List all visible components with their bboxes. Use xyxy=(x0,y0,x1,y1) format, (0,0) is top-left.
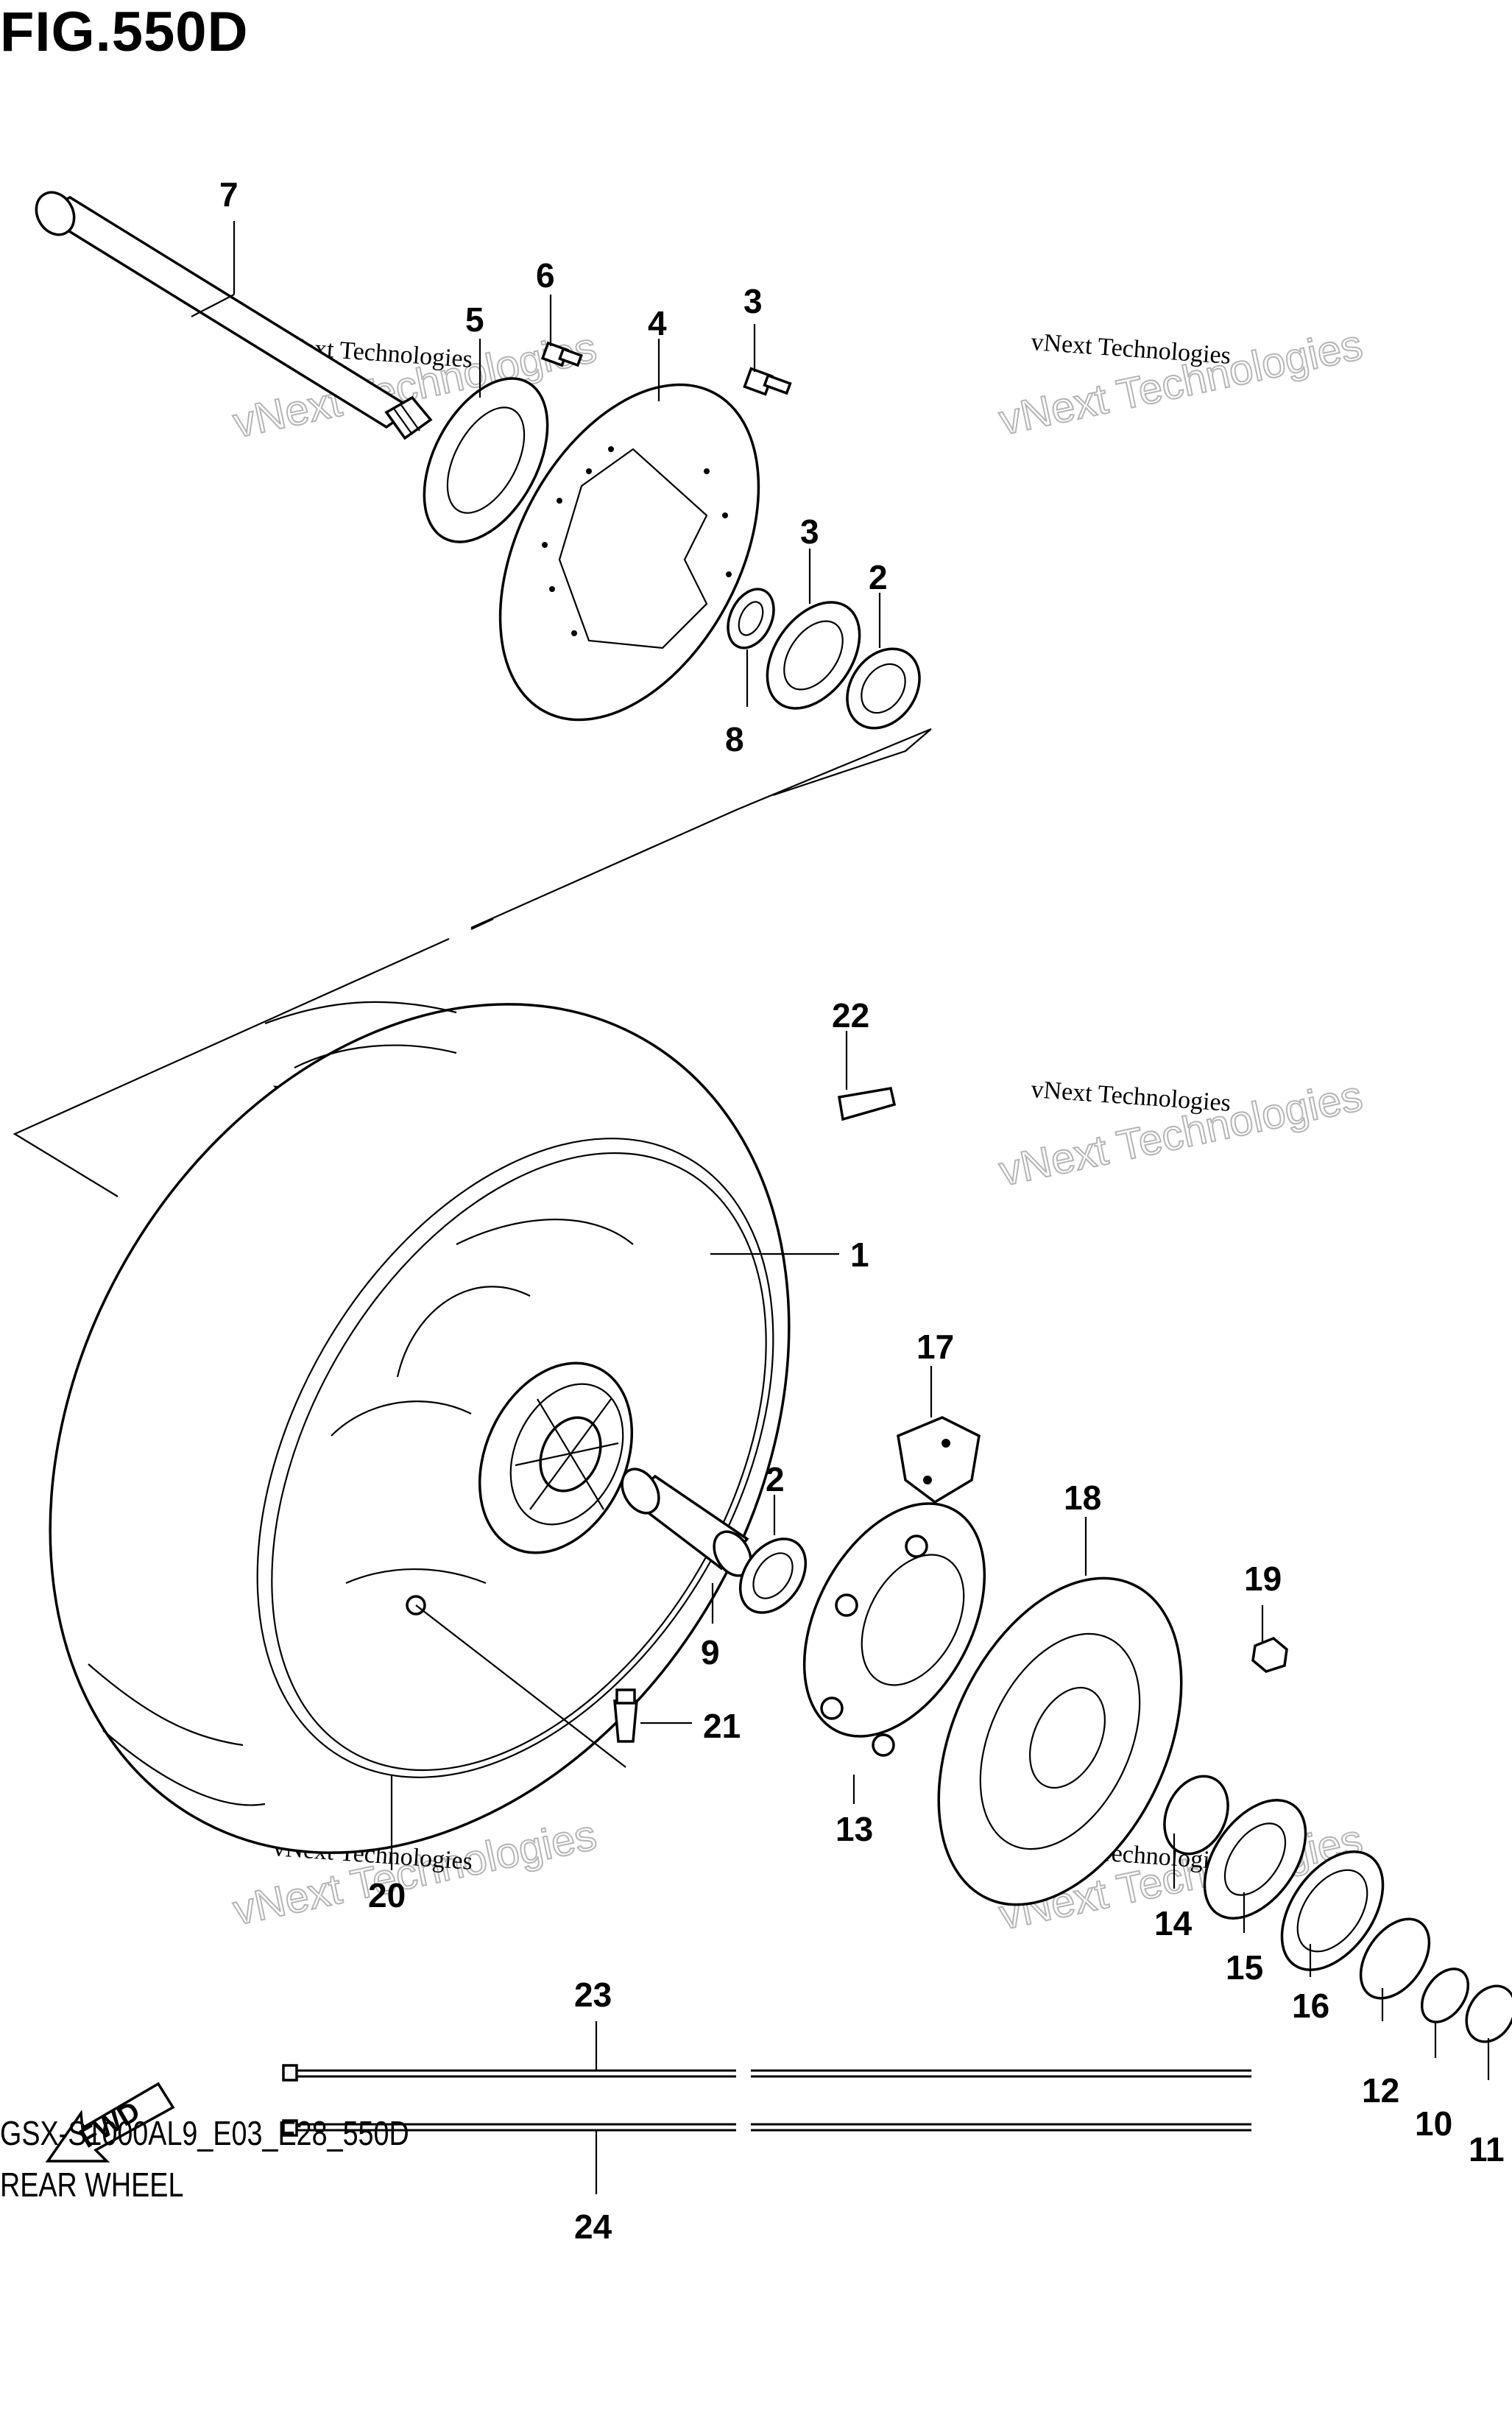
bolt-8 xyxy=(540,341,583,367)
callout-13: 12 xyxy=(1362,2071,1399,2110)
spacer-13 xyxy=(1359,1917,1431,2000)
leader-lines xyxy=(191,221,1490,2194)
callout-14: 13 xyxy=(836,1810,873,1848)
wheel-spacer-2 xyxy=(621,1468,752,1577)
callout-10: 11 xyxy=(1469,2130,1505,2168)
callout-16: 15 xyxy=(1226,1948,1263,1987)
callout-8: 6 xyxy=(536,256,555,295)
callout-23: 22 xyxy=(832,996,869,1035)
callout-18: 17 xyxy=(916,1328,954,1366)
axle-nut-10 xyxy=(1465,1984,1512,2043)
sprocket-mounting-drum xyxy=(802,1502,986,1757)
damper-18 xyxy=(897,1416,981,1504)
callout-2: 9 xyxy=(701,1633,720,1671)
callout-7: 5 xyxy=(465,300,484,339)
bearing-3-upper xyxy=(846,647,921,730)
figure-name: REAR WHEEL xyxy=(0,2166,184,2204)
model-code: GSX-S1000AL9_E03_E28_550D xyxy=(0,2114,409,2152)
bolt-6 xyxy=(743,367,792,396)
callout-25: 24 xyxy=(574,2208,612,2246)
spacer-12 xyxy=(727,588,775,649)
watermark-text: vNext Technologies xyxy=(1030,328,1232,370)
callout-15: 14 xyxy=(1154,1904,1193,1942)
callout-9: 7 xyxy=(219,175,239,214)
callout-17: 16 xyxy=(1292,1987,1329,2025)
oil-seal-4 xyxy=(766,601,861,710)
bearing-3-lower xyxy=(738,1537,808,1614)
callout-1: 1 xyxy=(850,1236,869,1274)
sprocket-nut-20 xyxy=(1251,1636,1288,1673)
figure-title: FIG.550D xyxy=(0,1,249,63)
boundary-dash xyxy=(470,918,494,930)
callout-21: 20 xyxy=(368,1876,406,1914)
callout-3-lower: 2 xyxy=(766,1460,785,1498)
washer-11 xyxy=(1420,1967,1470,2023)
cable-tie-24 xyxy=(282,2064,1251,2082)
bearing-16 xyxy=(1203,1799,1307,1920)
callout-11: 10 xyxy=(1415,2104,1452,2143)
callouts: 7 5 6 4 3 3 2 8 22 1 17 2 18 19 9 21 13 … xyxy=(219,175,1505,2246)
callout-19: 18 xyxy=(1064,1479,1101,1517)
watermark-text: vNext Technologies xyxy=(1030,1076,1232,1117)
balance-weight-23 xyxy=(837,1086,897,1121)
brake-disc xyxy=(498,383,760,722)
cable-tie-25 xyxy=(282,2119,1251,2137)
oil-seal-17 xyxy=(1280,1850,1385,1971)
callout-24: 23 xyxy=(574,1976,612,2014)
callout-6: 3 xyxy=(743,282,763,320)
callout-12: 8 xyxy=(725,720,744,758)
callout-4: 3 xyxy=(800,512,819,551)
callout-5: 4 xyxy=(648,304,667,342)
rear-axle xyxy=(35,191,433,440)
collar-15 xyxy=(1163,1775,1229,1856)
callout-3-upper: 2 xyxy=(869,558,888,596)
rear-tire-and-wheel xyxy=(49,1001,791,1854)
tire-valve-22 xyxy=(613,1688,638,1743)
callout-20: 19 xyxy=(1244,1560,1282,1598)
brake-disc-adaptor xyxy=(423,377,549,543)
callout-22: 21 xyxy=(703,1707,741,1745)
rear-sprocket xyxy=(937,1576,1183,1906)
assembly-boundary-line xyxy=(13,727,932,1197)
